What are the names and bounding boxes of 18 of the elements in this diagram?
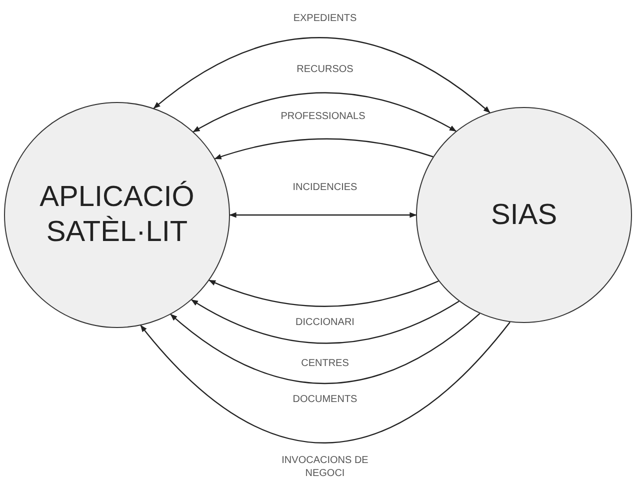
edge-label: DICCIONARI bbox=[296, 317, 354, 330]
arrow bbox=[153, 37, 490, 113]
arrow bbox=[214, 138, 434, 160]
arrow bbox=[140, 322, 510, 444]
edge-label: PROFESSIONALS bbox=[280, 111, 366, 124]
node-label: SIAS bbox=[490, 198, 558, 232]
edge-label: CENTRES bbox=[301, 358, 349, 370]
arrow bbox=[170, 313, 480, 384]
arrow bbox=[191, 299, 460, 344]
node-label: APLICACIÓ SATÈL·LIT bbox=[38, 180, 196, 250]
edge-label: INVOCACIONS DE NEGOCI bbox=[280, 455, 370, 480]
arrow bbox=[208, 280, 439, 307]
edge-label: INCIDENCIES bbox=[292, 182, 358, 194]
arrow bbox=[192, 92, 457, 132]
edge-label: EXPEDIENTS bbox=[293, 13, 357, 26]
edge-label: RECURSOS bbox=[296, 64, 354, 76]
edge-label: DOCUMENTS bbox=[292, 394, 358, 406]
arrow bbox=[229, 212, 417, 218]
